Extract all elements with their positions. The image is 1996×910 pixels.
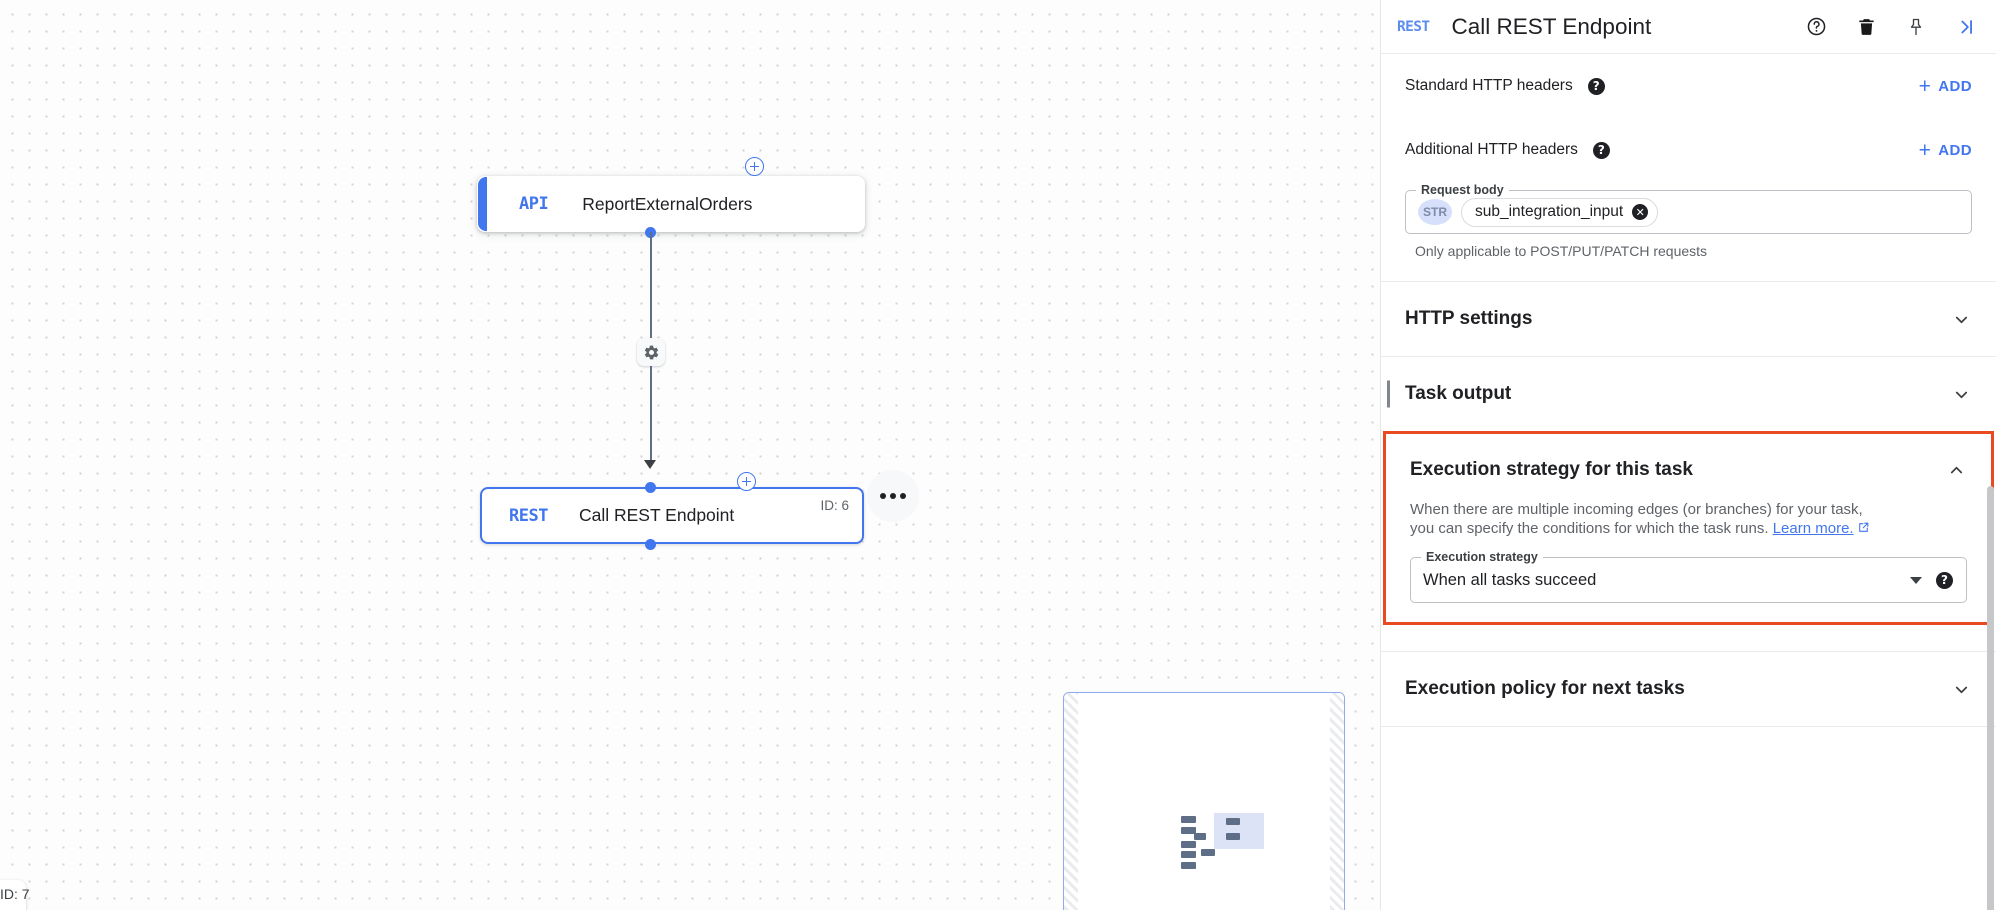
divider [1381, 356, 1996, 357]
add-node-plus-icon-api[interactable] [745, 157, 764, 176]
pin-icon[interactable] [1904, 15, 1928, 39]
node-id-label: ID: 6 [820, 498, 849, 513]
request-body-legend: Request body [1416, 183, 1509, 197]
plus-icon: + [1918, 74, 1932, 98]
learn-more-link[interactable]: Learn more. [1772, 520, 1854, 538]
execution-strategy-description: When there are multiple incoming edges (… [1386, 500, 1991, 538]
node-input-port-rest[interactable] [645, 482, 656, 493]
section-http-settings[interactable]: HTTP settings [1381, 282, 1996, 356]
variable-type-chip: STR [1418, 199, 1452, 225]
collapse-panel-icon[interactable] [1954, 15, 1978, 39]
chevron-down-icon[interactable] [1950, 678, 1972, 700]
open-in-new-icon[interactable] [1857, 520, 1870, 533]
chevron-down-icon[interactable] [1950, 383, 1972, 405]
execution-strategy-desc-line2: you can specify the conditions for which… [1410, 520, 1769, 538]
add-standard-header-label: ADD [1938, 77, 1972, 95]
standard-http-headers-label: Standard HTTP headers [1405, 77, 1573, 94]
section-execution-policy-title: Execution policy for next tasks [1405, 678, 1685, 700]
edge-segment-upper [650, 232, 652, 362]
section-execution-policy[interactable]: Execution policy for next tasks [1381, 652, 1996, 726]
panel-vertical-scrollbar[interactable] [1987, 486, 1994, 910]
more-dot-3 [900, 493, 906, 499]
additional-http-headers-row: Additional HTTP headers ? + ADD [1381, 118, 1996, 182]
edge-segment-lower [650, 366, 652, 465]
execution-strategy-select-wrap: Execution strategy When all tasks succee… [1386, 550, 1991, 604]
section-execution-strategy[interactable]: Execution strategy for this task [1386, 434, 1991, 506]
execution-strategy-desc-line1: When there are multiple incoming edges (… [1410, 501, 1863, 518]
execution-strategy-select-legend: Execution strategy [1421, 550, 1543, 565]
execution-strategy-selected-value: When all tasks succeed [1423, 570, 1597, 589]
node-report-external-orders[interactable]: API ReportExternalOrders [477, 176, 865, 232]
node-accent-bar [478, 177, 487, 231]
panel-body: Standard HTTP headers ? + ADD Additional… [1381, 54, 1996, 910]
workflow-canvas[interactable]: API ReportExternalOrders REST Call REST … [0, 0, 1380, 910]
add-additional-header-button[interactable]: + ADD [1919, 140, 1972, 161]
node-type-badge-api: API [519, 194, 549, 214]
execution-strategy-highlight: Execution strategy for this task When th… [1383, 431, 1994, 626]
delete-trash-icon[interactable] [1854, 15, 1878, 39]
divider [1381, 726, 1996, 728]
node-output-port-rest[interactable] [645, 539, 656, 550]
dropzone-hatch-right [1330, 693, 1344, 910]
section-scroll-marker [1387, 380, 1390, 408]
page-title: Call REST Endpoint [1451, 13, 1652, 39]
panel-header: REST Call REST Endpoint [1381, 0, 1996, 54]
help-circle-icon[interactable] [1804, 15, 1828, 39]
caret-down-icon[interactable] [1910, 576, 1922, 584]
execution-strategy-select[interactable]: Execution strategy When all tasks succee… [1410, 550, 1967, 604]
divider [1381, 281, 1996, 282]
request-body-hint: Only applicable to POST/PUT/PATCH reques… [1415, 243, 1708, 259]
section-http-settings-title: HTTP settings [1405, 308, 1533, 329]
add-node-plus-icon-rest[interactable] [737, 472, 756, 491]
panel-type-tag: REST [1397, 18, 1430, 35]
request-body-variable-token[interactable]: sub_integration_input ✕ [1461, 197, 1659, 227]
section-task-output[interactable]: Task output [1381, 357, 1996, 431]
node-call-rest-endpoint[interactable]: REST Call REST Endpoint ID: 6 [480, 487, 864, 544]
request-body-variable-name: sub_integration_input [1475, 203, 1624, 220]
node-label-rest: Call REST Endpoint [578, 505, 735, 525]
node-more-options-icon[interactable] [867, 470, 919, 522]
gear-icon[interactable] [637, 338, 665, 366]
plus-icon: + [1918, 138, 1932, 162]
canvas-dropzone-placeholder[interactable] [1063, 692, 1345, 910]
edge-arrowhead-icon [644, 460, 656, 469]
task-config-panel: REST Call REST Endpoint [1380, 0, 1996, 910]
node-label-api: ReportExternalOrders [582, 193, 753, 214]
help-icon[interactable]: ? [1936, 571, 1953, 589]
offscreen-node-card[interactable] [0, 880, 26, 910]
clear-x-icon[interactable]: ✕ [1632, 204, 1649, 220]
help-icon[interactable]: ? [1592, 141, 1610, 159]
add-standard-header-button[interactable]: + ADD [1919, 76, 1972, 97]
offscreen-node-id-label: ID: 7 [0, 886, 30, 902]
add-additional-header-label: ADD [1938, 141, 1972, 159]
more-dot-2 [890, 493, 896, 499]
section-execution-strategy-title: Execution strategy for this task [1410, 459, 1693, 480]
dropzone-hatch-left [1064, 693, 1078, 910]
chevron-down-icon[interactable] [1950, 308, 1972, 330]
request-body-field-wrap: Request body STR sub_integration_input ✕ [1381, 183, 1996, 234]
section-task-output-title: Task output [1405, 383, 1512, 404]
request-body-field[interactable]: Request body STR sub_integration_input ✕ [1405, 183, 1972, 234]
chevron-up-icon[interactable] [1945, 459, 1967, 481]
node-type-badge-rest: REST [509, 505, 548, 526]
more-dot-1 [880, 493, 886, 499]
standard-http-headers-row: Standard HTTP headers ? + ADD [1381, 54, 1996, 118]
divider [1381, 651, 1996, 653]
additional-http-headers-label: Additional HTTP headers [1405, 141, 1578, 158]
help-icon[interactable]: ? [1587, 77, 1605, 95]
